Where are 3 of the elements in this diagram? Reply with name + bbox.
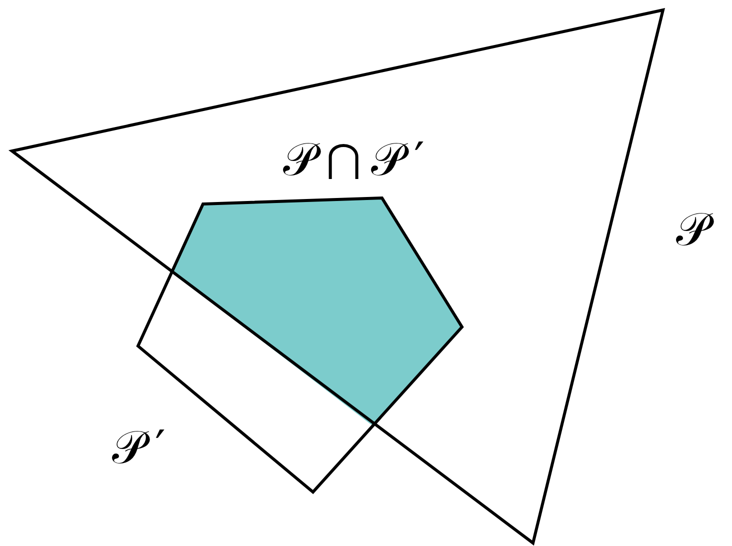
set-label: 𝒫′ bbox=[112, 424, 176, 470]
set-label: 𝒫 bbox=[676, 206, 719, 252]
set-label: 𝒫⋂𝒫′ bbox=[283, 136, 434, 182]
